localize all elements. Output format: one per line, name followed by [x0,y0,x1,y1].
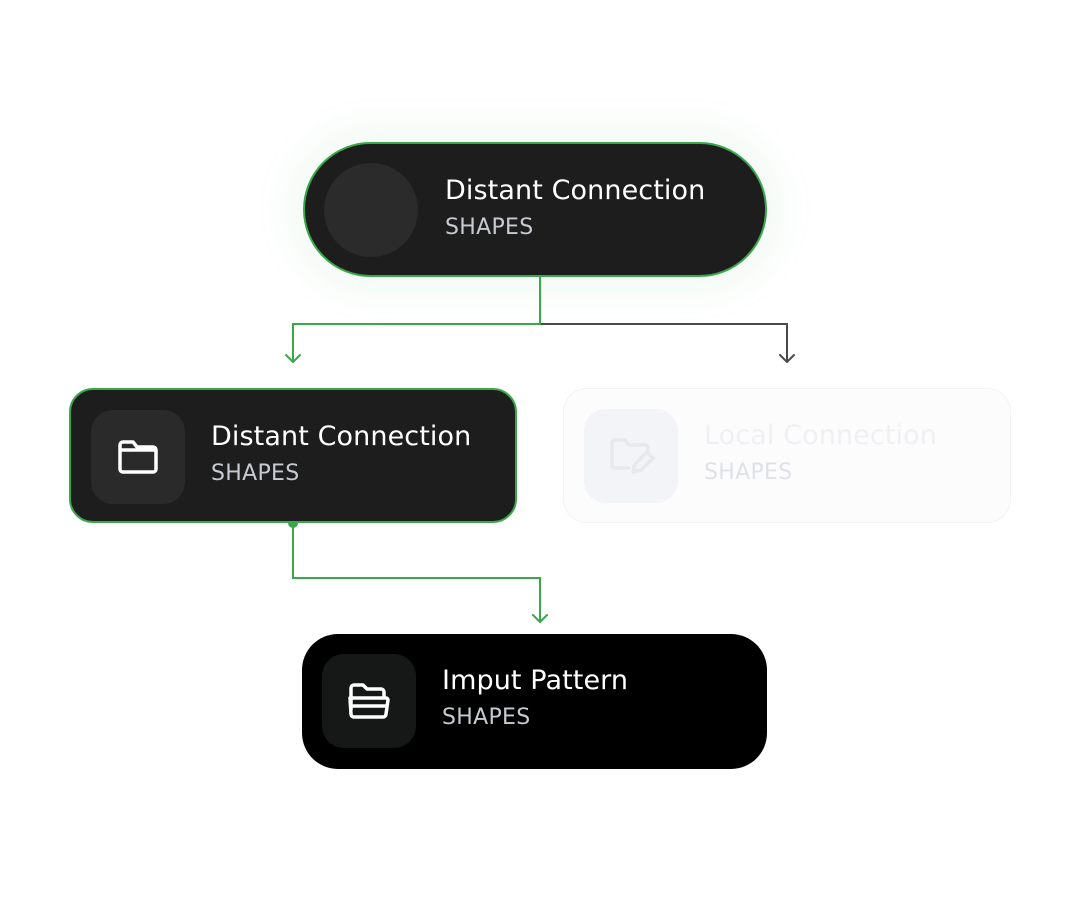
node-subtitle: SHAPES [445,215,534,240]
node-subtitle: SHAPES [211,461,300,486]
node-distant-connection[interactable]: Distant Connection SHAPES [69,388,517,523]
node-subtitle: SHAPES [704,460,793,485]
placeholder-circle-icon [324,163,418,257]
node-title: Distant Connection [445,175,706,206]
folder-open-icon [322,654,416,748]
node-title: Local Connection [704,420,937,451]
node-title: Distant Connection [211,421,472,452]
folder-icon [91,410,185,504]
edge-root-to-local [540,323,788,362]
node-root-distant-connection[interactable]: Distant Connection SHAPES [303,142,767,277]
node-subtitle: SHAPES [442,705,531,730]
arrowhead-distant [285,354,301,363]
node-local-connection: Local Connection SHAPES [563,388,1011,523]
node-title: Imput Pattern [442,665,629,696]
arrowhead-input [532,614,548,623]
edge-root-to-distant [292,277,541,362]
edge-distant-to-input [292,523,541,622]
folder-edit-icon [584,409,678,503]
node-input-pattern[interactable]: Imput Pattern SHAPES [302,634,767,769]
arrowhead-local [779,354,795,363]
